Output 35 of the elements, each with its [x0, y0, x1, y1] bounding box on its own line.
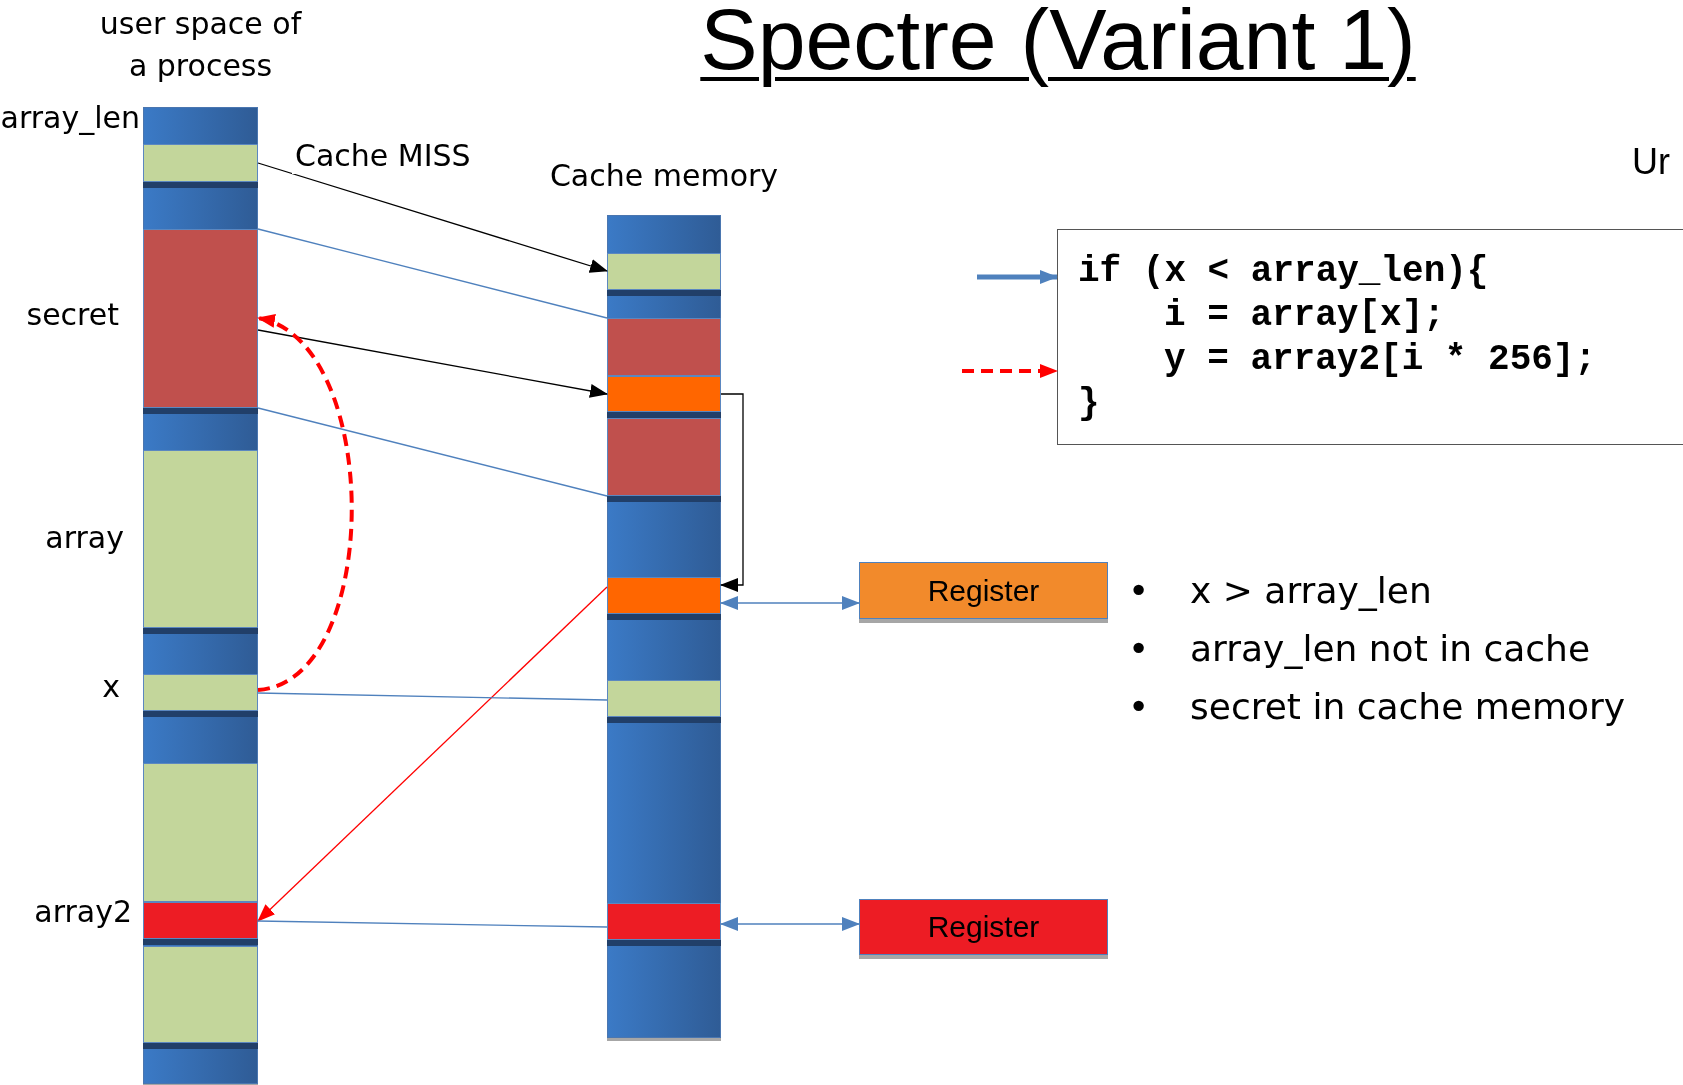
- bullet-text: array_len not in cache: [1190, 627, 1591, 671]
- variable-label: array: [45, 520, 124, 556]
- arrow: [977, 270, 1058, 284]
- title: Spectre (Variant 1): [700, 0, 1416, 87]
- code-line: if (x < array_len){: [1078, 250, 1489, 294]
- code-box: [1057, 229, 1683, 445]
- arrow: [720, 393, 744, 592]
- arrow: [257, 329, 608, 398]
- code-line: i = array[x];: [1164, 294, 1445, 338]
- bullet-point: •: [1128, 685, 1150, 729]
- memory-segment: [143, 763, 258, 902]
- connector-line: [257, 407, 608, 497]
- arrow: [720, 917, 860, 931]
- arrow: [257, 162, 608, 273]
- column-heading: Cache memory: [548, 157, 780, 195]
- memory-segment: [607, 318, 721, 376]
- arrow: [720, 596, 860, 610]
- cut-off-text: Ur: [1632, 140, 1670, 184]
- bullet-text: secret in cache memory: [1190, 685, 1626, 729]
- arrow: [962, 364, 1058, 378]
- code-line: }: [1078, 382, 1100, 426]
- connector-line: [257, 228, 608, 319]
- variable-label: x: [102, 669, 120, 705]
- connector-line: [257, 920, 608, 928]
- variable-label: array2: [34, 894, 132, 930]
- arrow: [257, 316, 354, 692]
- connector-line: [257, 692, 608, 701]
- bullet-point: •: [1128, 569, 1150, 613]
- bullet-point: •: [1128, 627, 1150, 671]
- column-heading: user space of a process: [98, 5, 303, 85]
- variable-label: secret: [26, 297, 119, 333]
- bullet-text: x > array_len: [1190, 569, 1432, 613]
- variable-label: array_len: [0, 100, 140, 136]
- code-line: y = array2[i * 256];: [1164, 338, 1597, 382]
- arrow: [257, 586, 608, 922]
